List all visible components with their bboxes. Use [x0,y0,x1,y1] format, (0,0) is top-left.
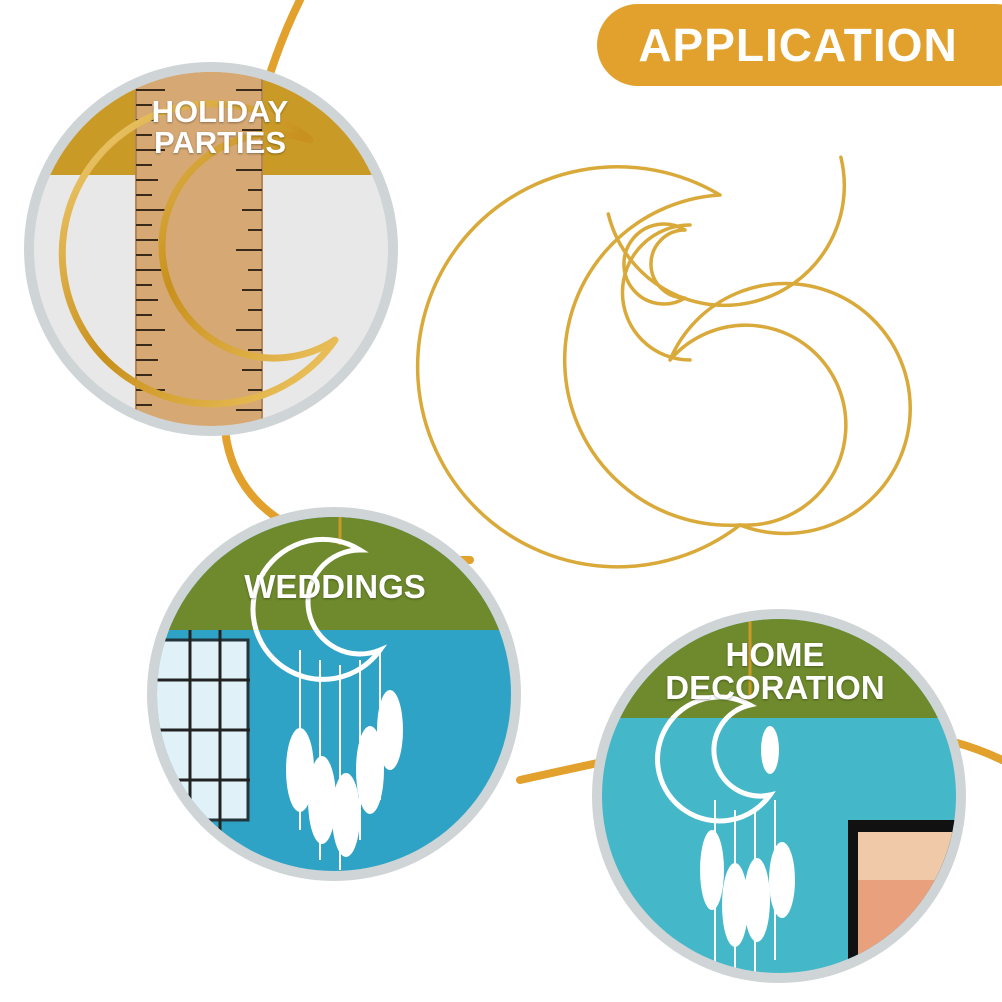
title-banner [597,4,1002,86]
card-weddings [147,507,521,881]
weddings-label: WEDDINGS [244,568,426,605]
dreamcatcher-image [655,619,795,973]
home-decoration-label-line2: DECORATION [665,669,885,706]
home-decoration-label-line1: HOME [725,636,825,673]
holiday-parties-label: HOLIDAY PARTIES [100,96,340,158]
home-decoration-label: HOME DECORATION [640,638,910,704]
moon-ring-image [58,100,339,408]
holiday-parties-label-line2: PARTIES [153,125,287,160]
card-holiday-parties [24,62,398,436]
dreamcatcher-image [250,517,403,870]
card-home-decoration [592,609,966,983]
ruler-image [135,72,263,426]
holiday-parties-label-line1: HOLIDAY [151,94,289,129]
moon-rings-product [415,155,912,569]
page-title: APPLICATION [638,19,958,71]
